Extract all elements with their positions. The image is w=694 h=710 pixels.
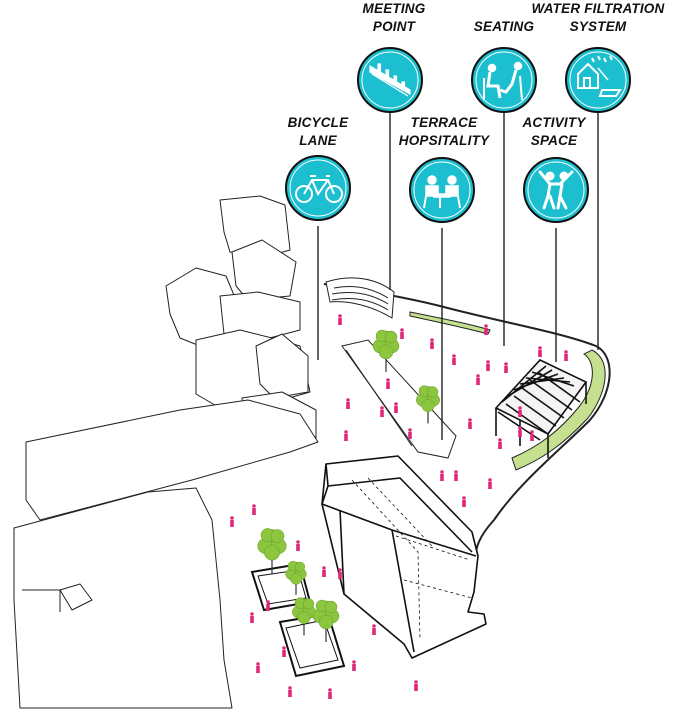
person xyxy=(414,680,418,691)
building-north-2 xyxy=(231,239,297,301)
person xyxy=(256,662,260,673)
person xyxy=(346,398,350,409)
person xyxy=(498,438,502,449)
building-southwest-notch-2 xyxy=(22,589,61,612)
person xyxy=(488,478,492,489)
person xyxy=(440,470,444,481)
person xyxy=(454,470,458,481)
terrace-platform xyxy=(341,339,457,459)
person xyxy=(462,496,466,507)
person xyxy=(386,378,390,389)
person xyxy=(430,338,434,349)
person xyxy=(288,686,292,697)
person xyxy=(476,374,480,385)
tree xyxy=(285,560,307,595)
building-southwest-notch xyxy=(59,583,93,611)
person xyxy=(400,328,404,339)
seating-icon xyxy=(471,47,537,113)
person xyxy=(452,354,456,365)
person xyxy=(296,540,300,551)
tree xyxy=(372,329,400,372)
person xyxy=(538,346,542,357)
leader-lines xyxy=(317,112,599,440)
terrace-hospitality-icon xyxy=(409,157,475,223)
person xyxy=(250,612,254,623)
person xyxy=(468,418,472,429)
person xyxy=(394,402,398,413)
person xyxy=(518,406,522,417)
label-seating: SEATING xyxy=(473,19,535,34)
central-building xyxy=(321,455,487,659)
tree xyxy=(416,385,440,424)
person xyxy=(564,350,568,361)
person xyxy=(328,688,332,699)
tree xyxy=(292,597,316,636)
person xyxy=(484,324,488,335)
tree xyxy=(312,599,340,642)
green-strip xyxy=(409,311,606,471)
person xyxy=(322,566,326,577)
person xyxy=(372,624,376,635)
people xyxy=(230,314,568,699)
existing-buildings xyxy=(13,195,319,709)
person xyxy=(282,646,286,657)
person xyxy=(252,504,256,515)
plaza-boundary xyxy=(323,283,611,575)
person xyxy=(338,568,342,579)
person xyxy=(486,360,490,371)
person xyxy=(266,600,270,611)
person xyxy=(504,362,508,373)
activity-space-icon xyxy=(523,157,589,223)
person xyxy=(518,426,522,437)
bicycle-icon xyxy=(285,155,351,221)
building-large-slab xyxy=(25,399,319,521)
person xyxy=(530,430,534,441)
person xyxy=(380,406,384,417)
person xyxy=(352,660,356,671)
building-mid-2 xyxy=(255,333,309,399)
trees xyxy=(257,329,440,642)
water-filtration-icon xyxy=(565,47,631,113)
tree xyxy=(257,528,287,575)
building-southwest xyxy=(13,487,233,709)
meeting-point-icon xyxy=(357,47,423,113)
meeting-point-steps xyxy=(325,277,395,319)
person xyxy=(338,314,342,325)
person xyxy=(230,516,234,527)
person xyxy=(408,428,412,439)
person xyxy=(344,430,348,441)
